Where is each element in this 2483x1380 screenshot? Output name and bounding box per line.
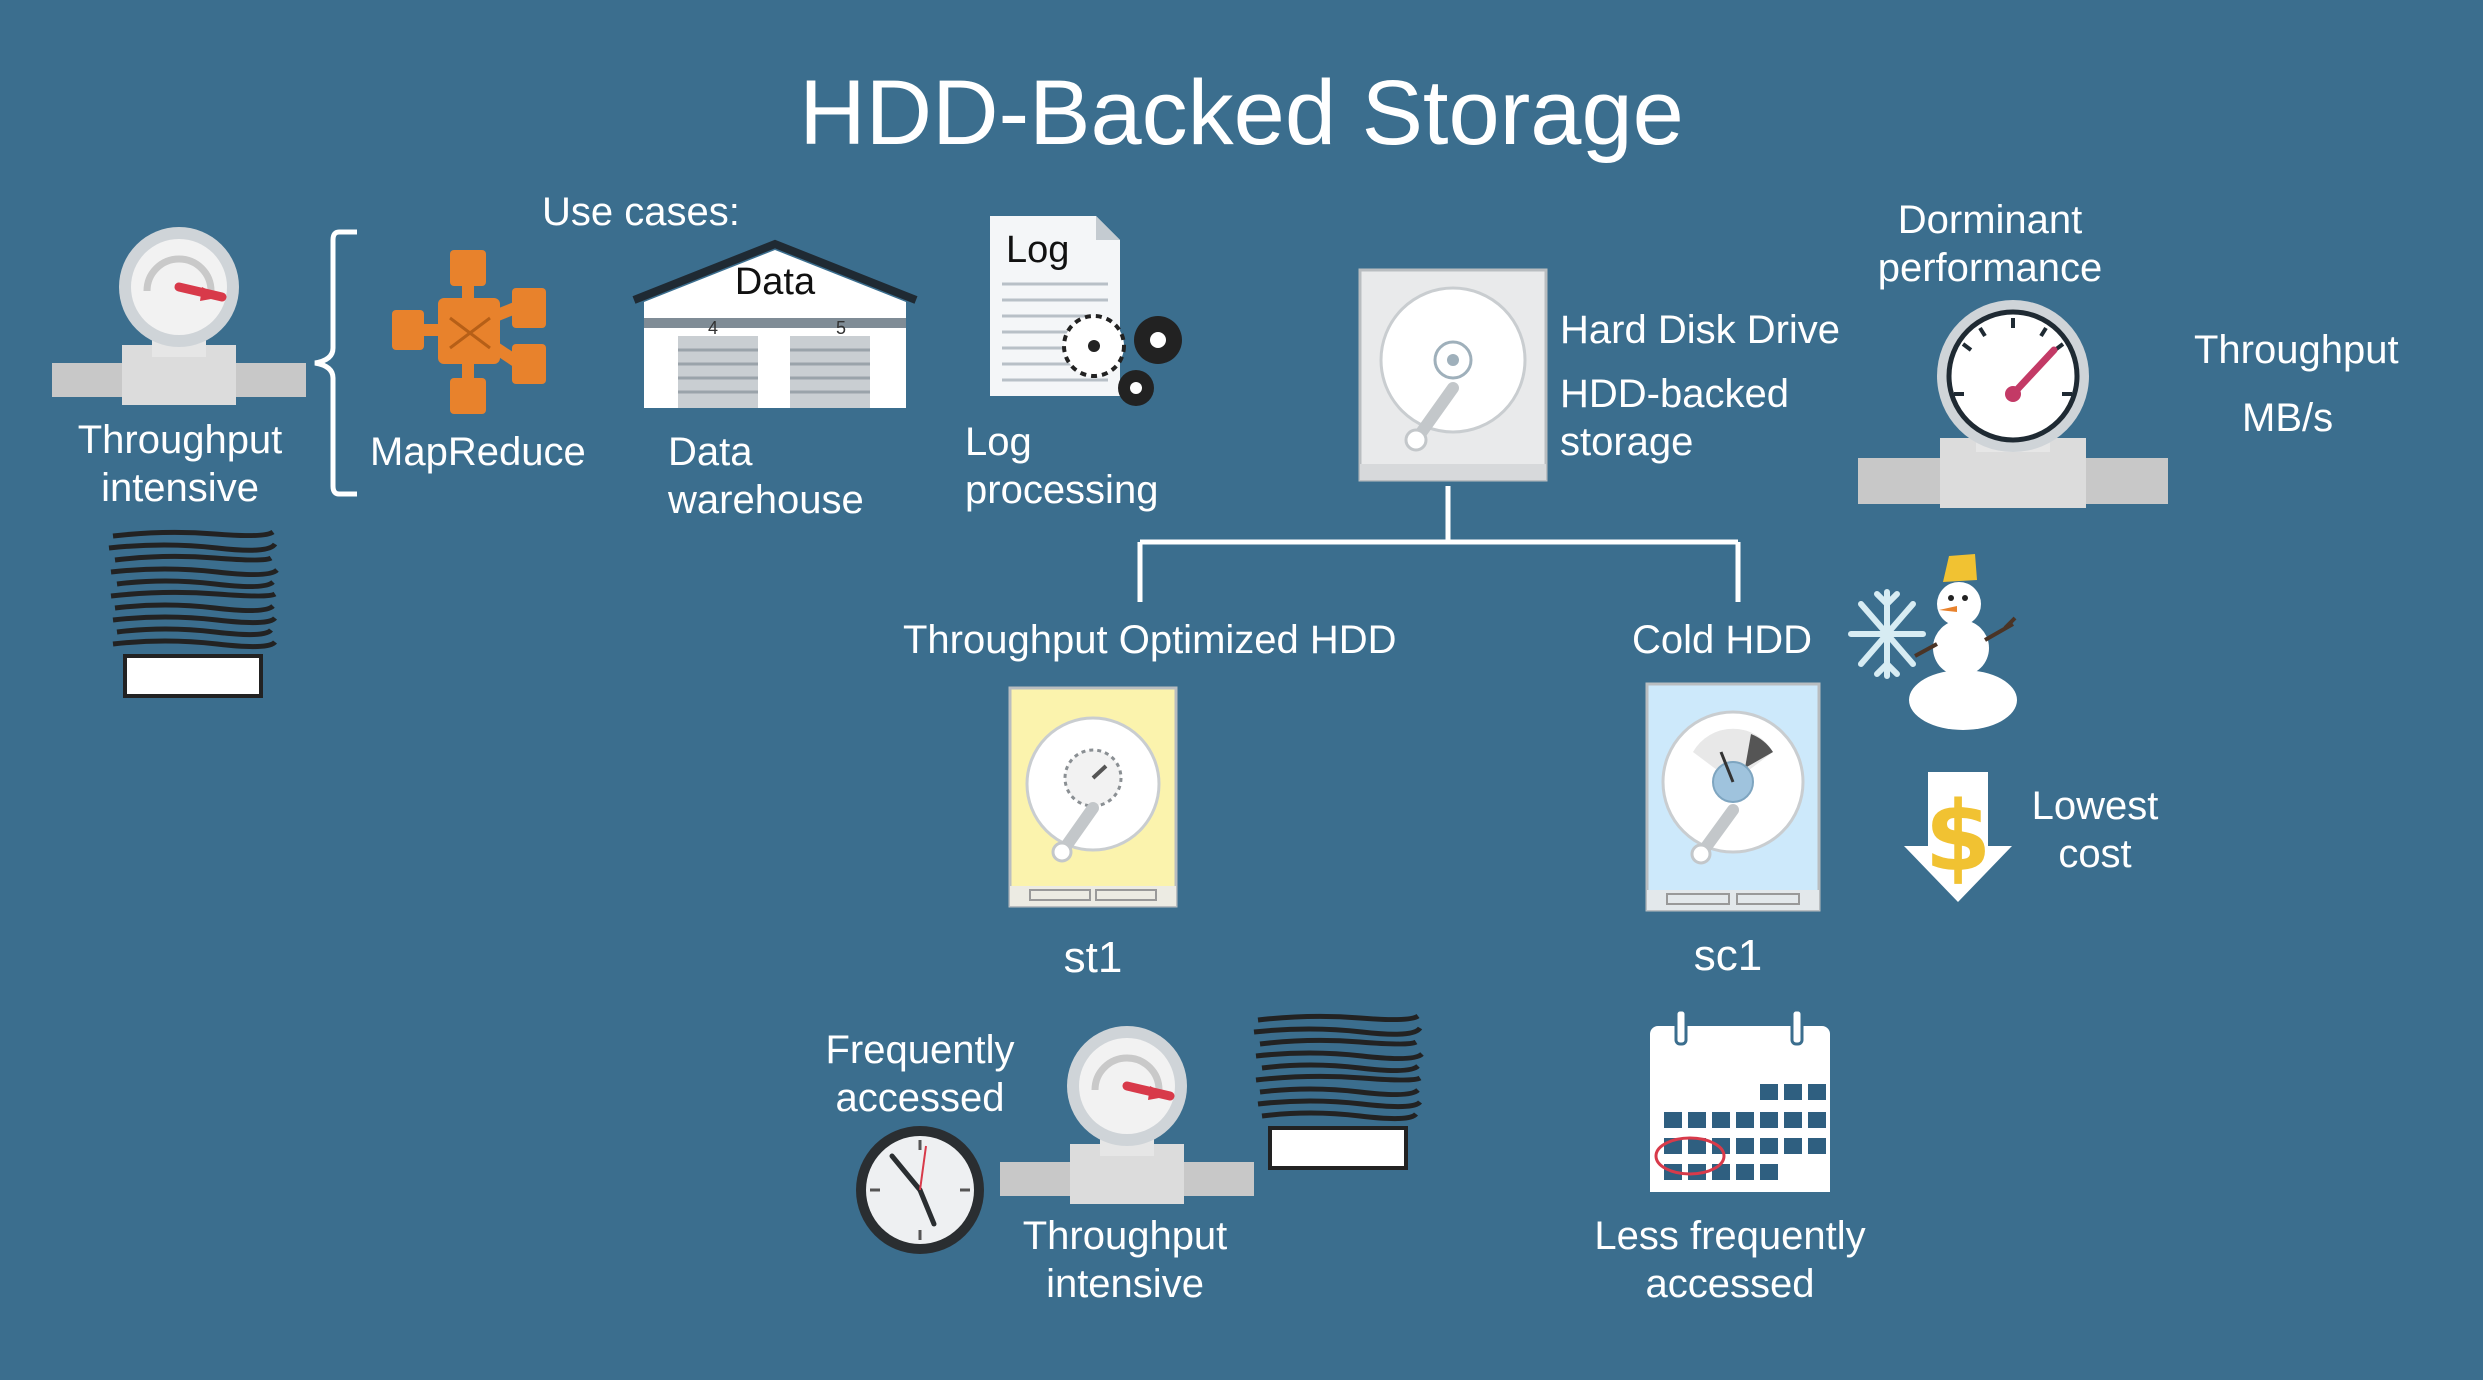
warehouse-door-number: 4 <box>708 318 718 338</box>
sc1-drive-icon <box>1645 682 1821 912</box>
slide-title: HDD-Backed Storage <box>0 58 2483 168</box>
mapreduce-icon <box>390 248 550 418</box>
hdd-label-secondary: HDD-backed storage <box>1560 370 1830 466</box>
hard-disk-drive-icon <box>1358 268 1548 483</box>
throughput-metric-label: Throughput <box>2194 326 2399 374</box>
clock-icon <box>850 1120 990 1260</box>
dominant-performance-label: Dorminant performance <box>1860 196 2120 292</box>
pressure-gauge-icon <box>52 225 312 405</box>
use-case-label-data-warehouse: Data warehouse <box>668 428 888 524</box>
paper-stack-icon <box>1250 1012 1430 1187</box>
sc1-less-frequently-accessed-label: Less frequently accessed <box>1580 1212 1880 1308</box>
performance-gauge-icon <box>1858 298 2178 508</box>
pressure-gauge-icon <box>1000 1024 1260 1204</box>
st1-volume-type-name: Throughput Optimized HDD <box>903 616 1397 664</box>
dollar-down-arrow-icon: $ <box>1898 768 2018 908</box>
paper-stack-icon <box>105 528 285 703</box>
warehouse-icon: Data 4 5 <box>630 240 920 410</box>
sc1-volume-type-name: Cold HDD <box>1632 616 1812 664</box>
use-cases-heading: Use cases: <box>542 188 740 236</box>
hdd-label-primary: Hard Disk Drive <box>1560 306 1840 354</box>
tree-connector <box>1130 486 1780 606</box>
svg-text:$: $ <box>1925 781 1992 893</box>
warehouse-door-number: 5 <box>836 318 846 338</box>
use-case-label-mapreduce: MapReduce <box>370 428 586 476</box>
st1-code: st1 <box>1013 934 1173 982</box>
snowman-icon <box>1845 552 2045 732</box>
sc1-cost-label: Lowest cost <box>2020 782 2170 878</box>
st1-drive-icon <box>1008 686 1178 908</box>
log-document-title: Log <box>1006 229 1069 271</box>
calendar-icon <box>1648 1008 1838 1198</box>
throughput-intensive-label: Throughput intensive <box>60 416 300 512</box>
st1-throughput-intensive-label: Throughput intensive <box>1005 1212 1245 1308</box>
log-document-icon: Log <box>988 212 1208 412</box>
warehouse-sign: Data <box>735 261 816 303</box>
brace-icon <box>305 228 365 498</box>
throughput-unit-label: MB/s <box>2242 394 2333 442</box>
sc1-code: sc1 <box>1648 932 1808 980</box>
